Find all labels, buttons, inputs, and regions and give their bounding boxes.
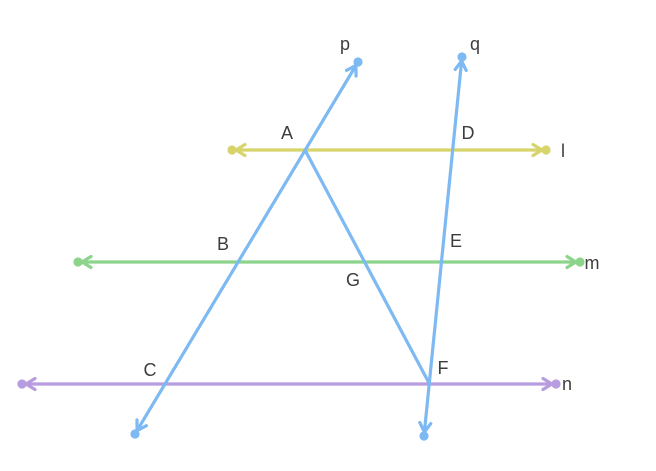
label-point-F: F [437, 358, 449, 378]
line-AF [303, 148, 431, 385]
arrowhead [344, 63, 358, 78]
arrowhead [565, 254, 578, 270]
label-line-q: q [469, 34, 481, 54]
endpoint-dot [551, 379, 561, 389]
label-point-C: C [143, 360, 157, 380]
label-point-D: D [461, 123, 475, 143]
line-m [73, 254, 585, 270]
line-p [130, 57, 363, 439]
arrowhead [418, 420, 433, 434]
label-point-G: G [345, 270, 361, 290]
endpoint-dot [17, 379, 27, 389]
label-point-E: E [449, 231, 463, 251]
label-point-A: A [280, 123, 294, 143]
endpoint-dot [457, 52, 467, 62]
endpoint-dot [575, 257, 585, 267]
endpoint-dot [419, 431, 429, 441]
line-n [17, 376, 561, 392]
arrowhead [80, 254, 93, 270]
label-line-p: p [339, 34, 351, 54]
line-q [418, 52, 468, 441]
line-l [227, 142, 551, 158]
arrowhead [531, 142, 544, 158]
endpoint-dot [227, 145, 237, 155]
label-line-n: n [561, 374, 573, 394]
endpoint-dot [541, 145, 551, 155]
arrowhead [24, 376, 37, 392]
label-line-m: m [584, 253, 600, 273]
label-point-B: B [216, 234, 230, 254]
arrowhead [453, 59, 468, 73]
arrowhead [234, 142, 247, 158]
arrowhead [135, 418, 149, 433]
label-line-l: l [561, 141, 565, 161]
endpoint-dot [73, 257, 83, 267]
arrowhead [541, 376, 554, 392]
